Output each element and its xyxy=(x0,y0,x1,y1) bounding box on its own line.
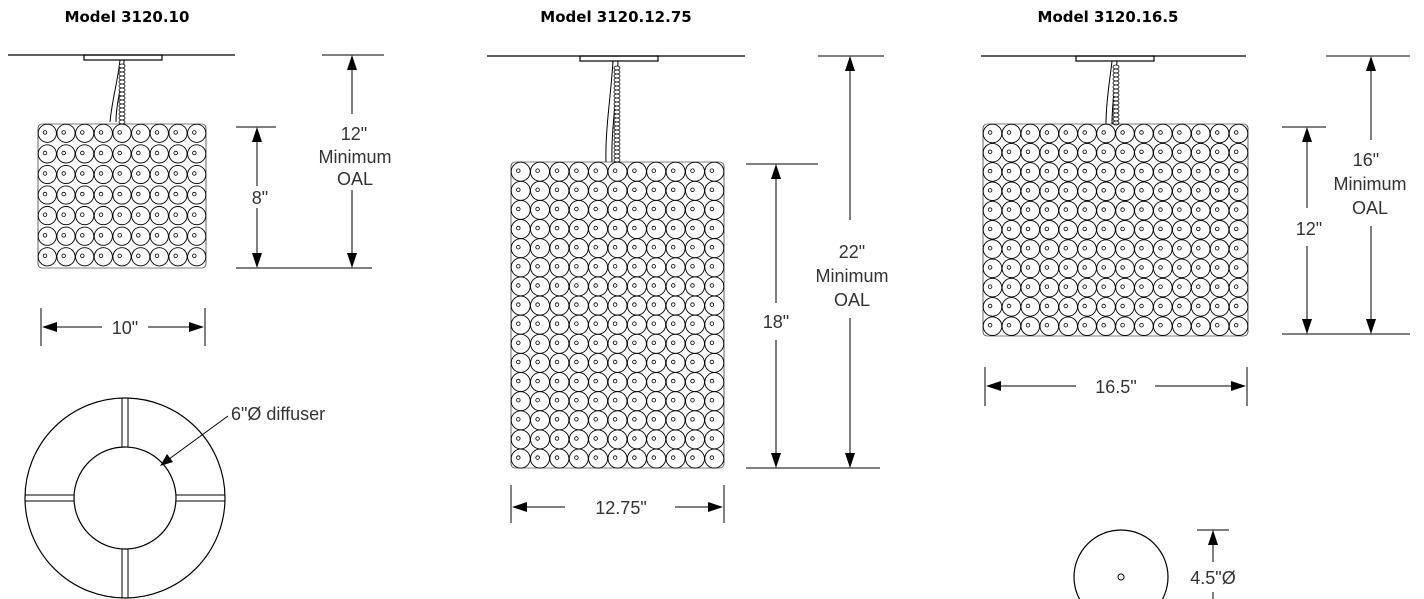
model-3-canopy-view: 4.5"Ø xyxy=(1073,529,1236,599)
model-3-title: Model 3120.16.5 xyxy=(1038,8,1179,26)
model-2-title: Model 3120.12.75 xyxy=(540,8,691,26)
model-2-oal-value: 22" xyxy=(839,242,865,262)
model-3-canopy xyxy=(1075,55,1155,62)
model-1-title: Model 3120.10 xyxy=(65,8,190,26)
model-1-width-dimension: 10" xyxy=(40,308,206,346)
model-3-height-dimension: 12" xyxy=(1282,126,1410,335)
model-3-oal-dimension: 16" Minimum OAL xyxy=(1326,55,1410,334)
model-2-width-label: 12.75" xyxy=(595,498,646,518)
model-3-canopy-label: 4.5"Ø xyxy=(1190,568,1235,588)
model-1-bottom-view: 6"Ø diffuser xyxy=(24,397,325,599)
model-1-diffuser-label: 6"Ø diffuser xyxy=(231,404,325,424)
model-1-oal-text: OAL xyxy=(337,169,373,189)
model-3120-10-drawing: Model 3120.10 8" 12" xyxy=(8,8,392,599)
model-3-width-dimension: 16.5" xyxy=(984,367,1248,406)
model-3-height-label: 12" xyxy=(1296,219,1322,239)
model-2-oal-dimension: 22" Minimum OAL xyxy=(815,55,889,468)
model-3-oal-value: 16" xyxy=(1353,150,1379,170)
model-2-oal-min: Minimum xyxy=(815,266,888,286)
model-2-height-dimension: 18" xyxy=(746,163,880,469)
model-3-width-label: 16.5" xyxy=(1095,377,1136,397)
model-1-canopy xyxy=(83,54,163,61)
model-1-cord xyxy=(109,59,126,125)
model-1-height-label: 8" xyxy=(252,188,268,208)
model-3-cord xyxy=(1105,60,1120,126)
model-1-width-label: 10" xyxy=(112,318,138,338)
model-2-height-label: 18" xyxy=(763,312,789,332)
model-3120-16-5-drawing: Model 3120.16.5 12" 16" Minimum xyxy=(981,8,1410,599)
model-3120-12-75-drawing: Model 3120.12.75 18" 22" Minimu xyxy=(487,8,889,523)
model-2-oal-text: OAL xyxy=(834,290,870,310)
model-2-width-dimension: 12.75" xyxy=(510,485,725,523)
model-3-oal-text: OAL xyxy=(1352,198,1388,218)
model-1-oal-min: Minimum xyxy=(318,147,391,167)
model-1-oal-dimension: 12" Minimum OAL xyxy=(318,54,392,268)
model-2-canopy xyxy=(579,55,659,62)
model-2-cord xyxy=(605,60,621,163)
model-2-fixture-body xyxy=(510,161,725,469)
model-3-oal-min: Minimum xyxy=(1333,174,1406,194)
model-1-height-dimension: 8" xyxy=(236,126,372,269)
model-1-fixture-body xyxy=(37,123,207,269)
model-1-oal-value: 12" xyxy=(341,124,367,144)
model-3-fixture-body xyxy=(982,123,1249,337)
